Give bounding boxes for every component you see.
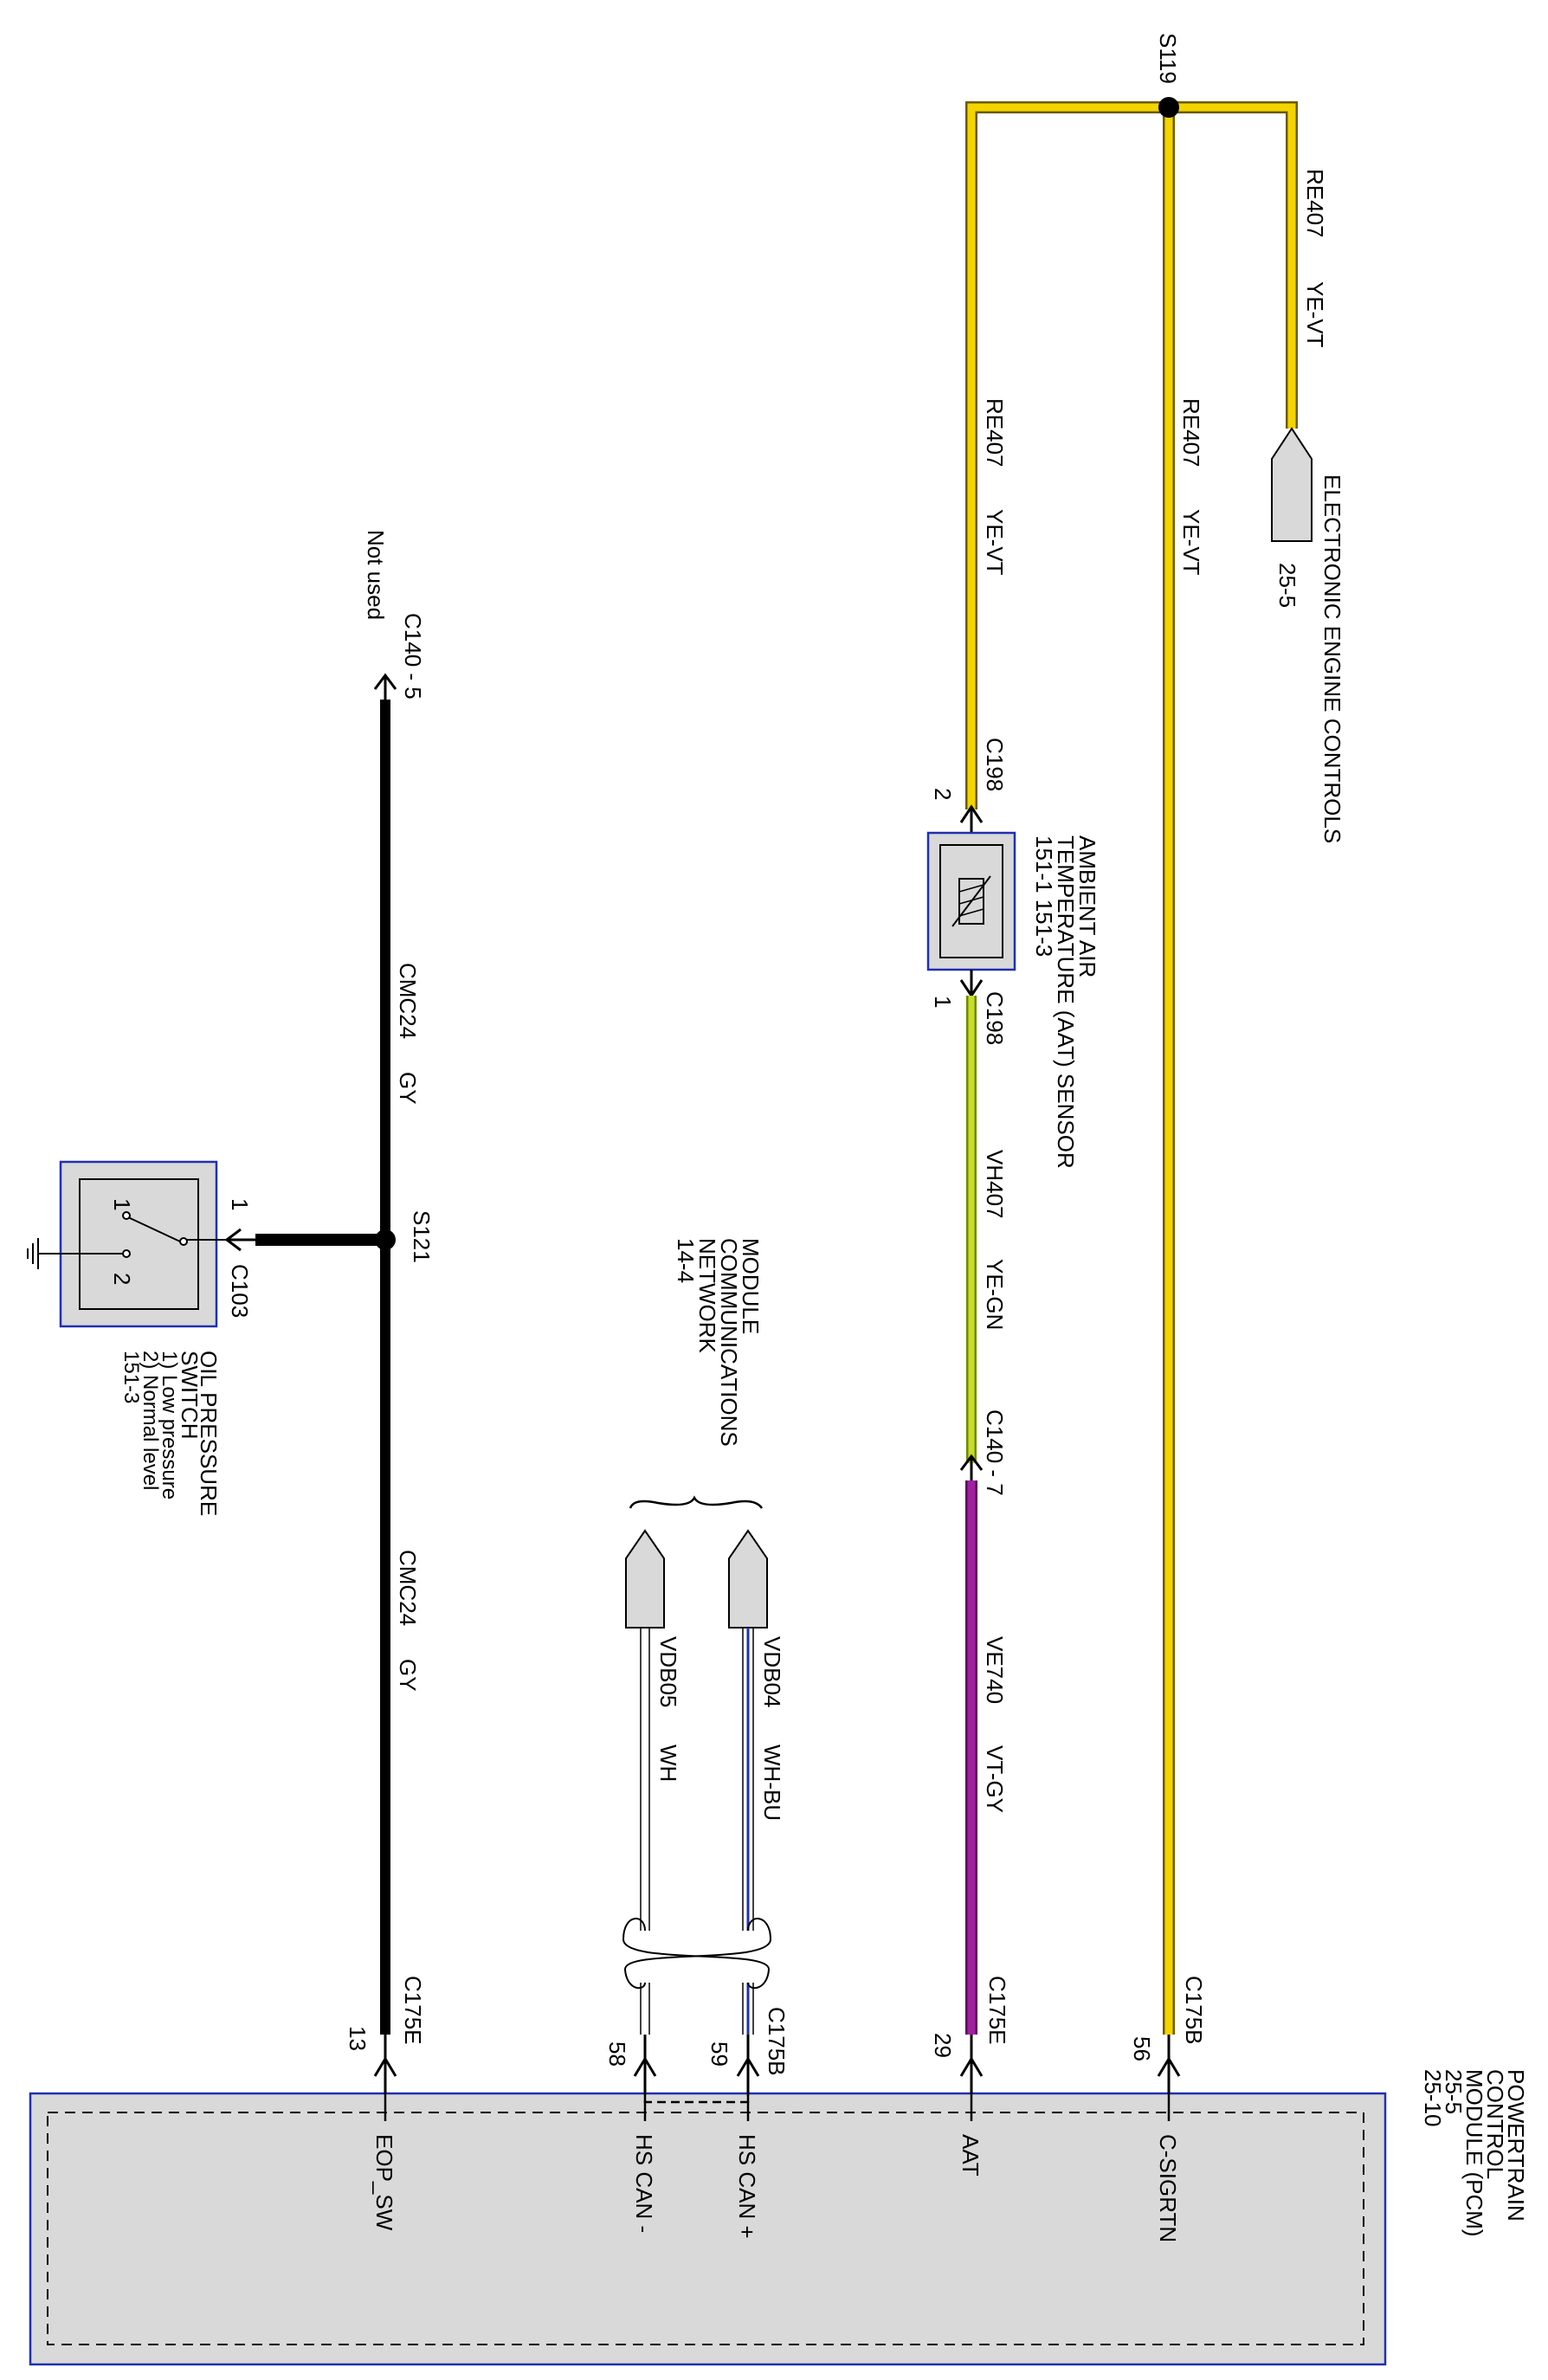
connector-c103 bbox=[224, 1228, 255, 1252]
pcm-line4: 25-5 bbox=[1441, 2069, 1467, 2114]
wire-cmc24-b-circuit: CMC24 bbox=[395, 1550, 421, 1626]
splice-s119 bbox=[1158, 97, 1179, 118]
c175b-59-name: C175B bbox=[764, 2007, 790, 2076]
aat-line3: 151-1 151-3 bbox=[1031, 835, 1057, 957]
twisted-pair-symbol bbox=[622, 1918, 772, 1990]
wire-re407-right-circuit: RE407 bbox=[1302, 169, 1328, 238]
pcm-line2: CONTROL bbox=[1482, 2069, 1508, 2179]
c175e-13-pin: 13 bbox=[345, 2026, 371, 2051]
ground-icon bbox=[27, 1238, 61, 1269]
vdb04-connector-shape bbox=[728, 1529, 768, 1629]
thermistor-icon bbox=[951, 875, 991, 927]
pcm-pin-aat: AAT bbox=[958, 2134, 984, 2177]
wire-ve740-color: VT-GY bbox=[982, 1745, 1008, 1813]
mcn-line1: MODULE bbox=[738, 1238, 764, 1334]
connector-pin58 bbox=[633, 2035, 657, 2093]
connector-c198-pin1 bbox=[959, 970, 984, 998]
wire-vdb04-color: WH-BU bbox=[759, 1745, 785, 1821]
c175b-56-pin: 56 bbox=[1129, 2036, 1155, 2061]
ops-line4: 2) Normal level bbox=[139, 1351, 162, 1490]
pin58-label: 58 bbox=[604, 2041, 630, 2067]
connector-c175b-59 bbox=[736, 2035, 760, 2093]
wire-vdb05-circuit: VDB05 bbox=[655, 1636, 681, 1707]
wire-re407-right-color: YE-VT bbox=[1302, 281, 1328, 348]
c140-7-label: C140 - 7 bbox=[982, 1409, 1008, 1496]
ops-line1: OIL PRESSURE bbox=[196, 1351, 222, 1516]
wire-re407-middle-color: YE-VT bbox=[1178, 509, 1204, 576]
wire-re407-group bbox=[965, 101, 1298, 2035]
wire-vh407-color: YE-GN bbox=[982, 1259, 1008, 1330]
ops-line2: SWITCH bbox=[177, 1351, 203, 1440]
c198-pin2-name: C198 bbox=[982, 738, 1008, 791]
eec-ref: 25-5 bbox=[1274, 563, 1300, 608]
pcm-inner-dashed bbox=[47, 2112, 1364, 2345]
wire-vdb05-color: WH bbox=[655, 1745, 681, 1782]
c175e-29-pin: 29 bbox=[930, 2033, 956, 2058]
connector-c175b-56 bbox=[1157, 2035, 1181, 2093]
wire-vdb04 bbox=[742, 1628, 754, 2035]
pcm-line1: POWERTRAIN bbox=[1503, 2069, 1529, 2222]
wire-cmc24-a-color: GY bbox=[395, 1072, 421, 1105]
not-used-label: Not used bbox=[363, 530, 389, 620]
mcn-line4: 14-4 bbox=[673, 1238, 699, 1283]
switch-icon bbox=[61, 1211, 227, 1258]
ops-pin1: 1 bbox=[109, 1198, 135, 1210]
wire-ve740-circuit: VE740 bbox=[982, 1636, 1008, 1704]
eec-title: ELECTRONIC ENGINE CONTROLS bbox=[1319, 474, 1345, 843]
mcn-line3: NETWORK bbox=[694, 1238, 720, 1354]
pcm-pin-leads bbox=[384, 2093, 1171, 2121]
wire-cmc24-b-color: GY bbox=[395, 1659, 421, 1692]
connector-c198-pin2 bbox=[959, 804, 984, 833]
aat-line2: TEMPERATURE (AAT) SENSOR bbox=[1053, 835, 1079, 1169]
ops-line5: 151-3 bbox=[119, 1351, 143, 1403]
wire-vdb04-circuit: VDB04 bbox=[759, 1636, 785, 1707]
splice-s119-label: S119 bbox=[1155, 33, 1181, 84]
wire-vdb05 bbox=[640, 1628, 650, 2035]
eec-connector-shape bbox=[1271, 427, 1313, 542]
pcm-pin-csigrtn: C-SIGRTN bbox=[1155, 2134, 1181, 2242]
c103-pin: 1 bbox=[227, 1198, 253, 1210]
pcm-line3: MODULE (PCM) bbox=[1461, 2069, 1487, 2237]
mcn-line2: COMMUNICATIONS bbox=[716, 1238, 742, 1447]
c198-pin2-num: 2 bbox=[930, 788, 956, 800]
wire-cmc24-a-circuit: CMC24 bbox=[395, 963, 421, 1039]
c175e-13-name: C175E bbox=[400, 1976, 426, 2045]
wire-re407-right bbox=[1169, 101, 1298, 429]
c103-name: C103 bbox=[227, 1264, 253, 1318]
pcm-pin-eop-sw: EOP_SW bbox=[371, 2134, 397, 2231]
oil-pressure-switch-inner bbox=[79, 1178, 199, 1310]
splice-s121-label: S121 bbox=[409, 1210, 435, 1263]
pcm-line5: 25-10 bbox=[1420, 2069, 1446, 2127]
connector-c140-7 bbox=[959, 1454, 984, 1480]
wire-re407-middle-circuit: RE407 bbox=[1178, 398, 1204, 468]
mcn-brace bbox=[629, 1495, 764, 1509]
c140-5-label: C140 - 5 bbox=[400, 613, 426, 700]
ops-pin2: 2 bbox=[109, 1273, 135, 1285]
wire-vh407-circuit: VH407 bbox=[982, 1150, 1008, 1219]
pcm-box bbox=[29, 2092, 1387, 2366]
connector-c175e-29 bbox=[959, 2035, 984, 2093]
pcm-pin-hscan-plus: HS CAN + bbox=[734, 2134, 760, 2239]
ops-line3: 1) Low pressure bbox=[158, 1351, 181, 1500]
connector-c140-5 bbox=[373, 673, 397, 700]
c175b-56-name: C175B bbox=[1181, 1976, 1207, 2045]
c175e-29-name: C175E bbox=[984, 1976, 1010, 2045]
aat-line1: AMBIENT AIR bbox=[1074, 835, 1100, 977]
wire-re407-left-circuit: RE407 bbox=[982, 398, 1008, 468]
c198-pin1-num: 1 bbox=[930, 996, 956, 1008]
connector-c175e-13 bbox=[373, 2035, 397, 2093]
vdb05-connector-shape bbox=[625, 1529, 665, 1629]
c198-pin1-name: C198 bbox=[982, 991, 1008, 1045]
pcm-pin-hscan-minus: HS CAN - bbox=[631, 2134, 657, 2233]
wire-re407-left-color: YE-VT bbox=[982, 509, 1008, 576]
c175b-59-pin: 59 bbox=[706, 2041, 732, 2067]
